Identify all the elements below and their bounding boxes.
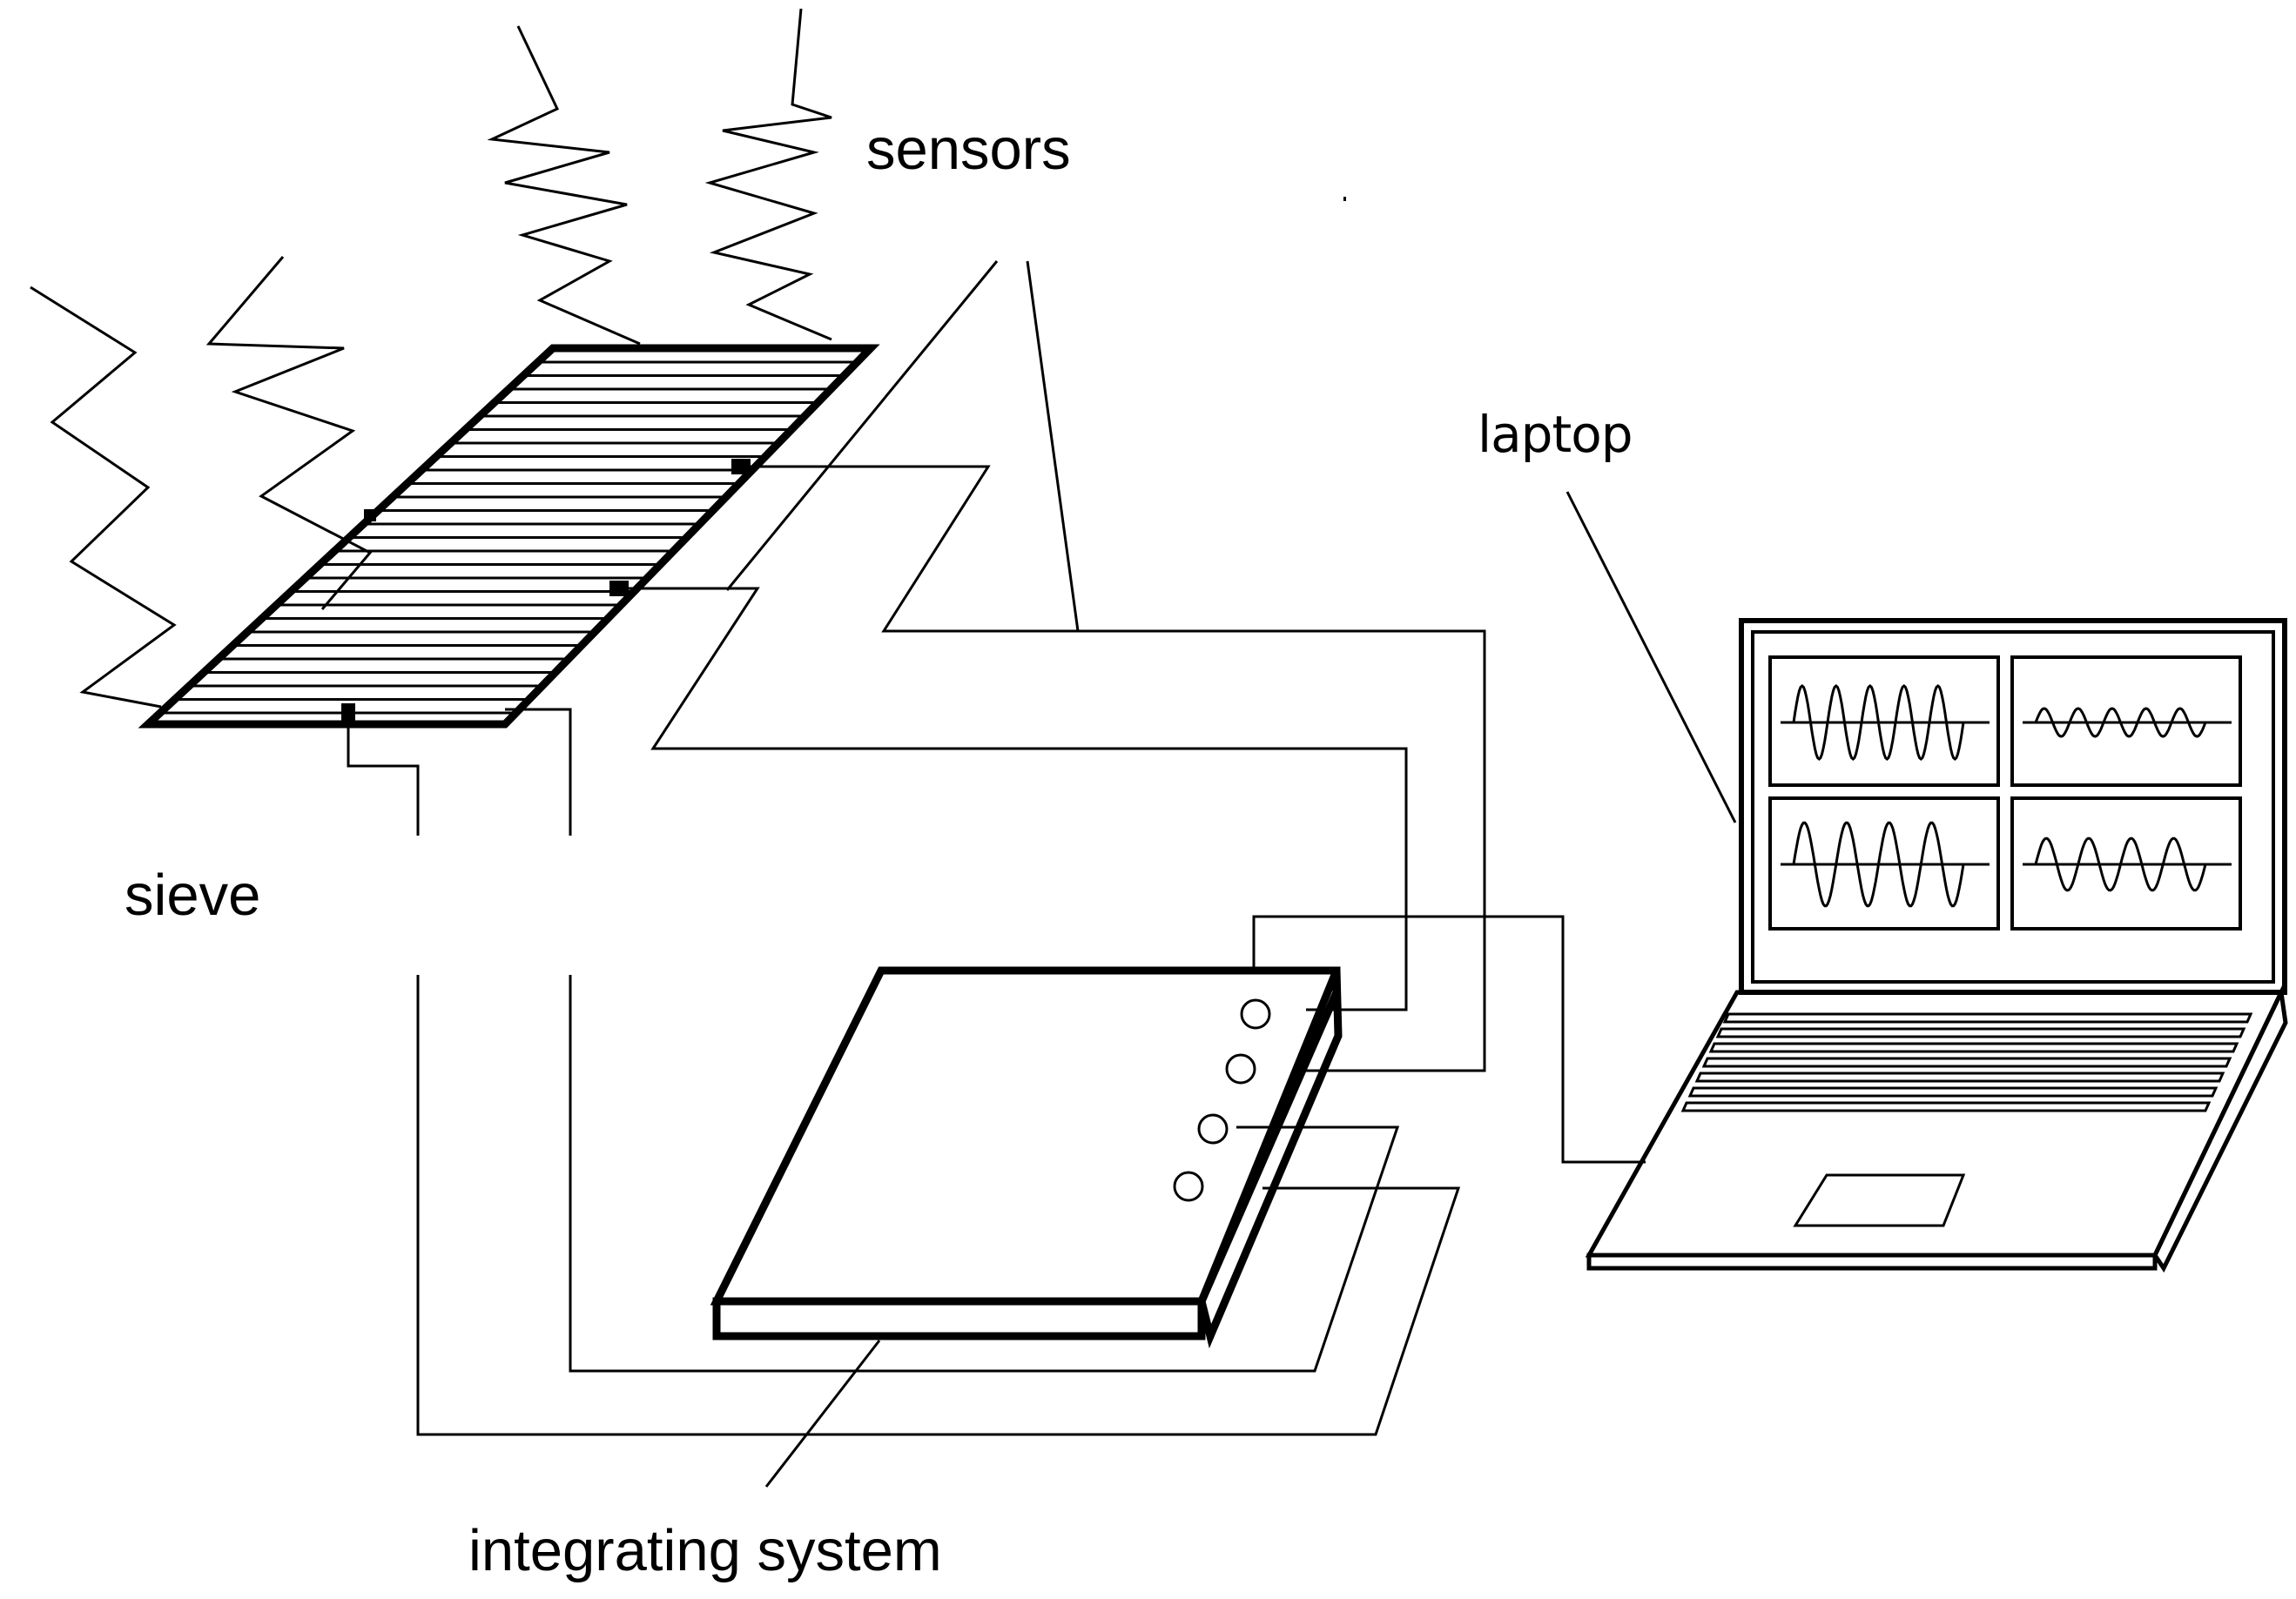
sensors-label: sensors (866, 117, 1071, 182)
laptop-leader (1565, 491, 1737, 823)
input-port-2 (1225, 1053, 1256, 1085)
cable-d-lower (569, 975, 1400, 1373)
vibration-waves (30, 8, 832, 709)
signal-panel-3 (1768, 796, 2000, 931)
input-port-4 (1173, 1171, 1204, 1202)
keyboard-row-1 (1715, 1027, 2246, 1038)
vibration-wave-4 (704, 8, 832, 341)
laptop-keyboard-keys (1680, 1012, 2253, 1112)
integrating-system (710, 966, 1343, 1349)
input-port-1 (1240, 998, 1271, 1030)
vibration-wave-3 (487, 25, 641, 346)
signal-panel-2 (2010, 655, 2242, 787)
integrating-system-label: integrating system (468, 1518, 942, 1583)
signal-traces (1781, 684, 2232, 908)
sieve-frame (138, 344, 880, 729)
integrating-system-front (712, 1297, 1206, 1340)
laptop-keyboard-deck (1585, 990, 2285, 1258)
sensor-cables (347, 465, 1646, 1436)
integrating-system-top (710, 966, 1341, 1306)
sensor-node-2 (609, 581, 629, 596)
sieve-mesh (160, 360, 858, 715)
sensor-node-3 (341, 703, 355, 722)
integrating-system-leader (764, 1340, 881, 1488)
signal-trace-4 (2034, 836, 2207, 892)
keyboard-row-2 (1708, 1042, 2239, 1053)
cable-c-upper (347, 722, 420, 836)
vibration-wave-1 (30, 286, 177, 709)
leader-lines (725, 260, 1737, 1488)
laptop-touchpad (1793, 1173, 1966, 1227)
sensors-leader-1 (725, 260, 999, 591)
sieve-label: sieve (125, 863, 261, 928)
laptop-screen-inner (1751, 630, 2275, 984)
laptop-cable (1252, 915, 1646, 1164)
laptop (1585, 618, 2288, 1273)
laptop-label: laptop (1478, 405, 1633, 464)
signal-trace-3 (1792, 821, 1965, 908)
keyboard-row-3 (1701, 1057, 2232, 1068)
cable-c-lower (416, 975, 1461, 1436)
laptop-base-front (1586, 1253, 2158, 1271)
signal-panel-1 (1768, 655, 2000, 787)
cable-b (629, 587, 1408, 1011)
sieve (138, 344, 880, 729)
signal-trace-2 (2034, 707, 2207, 738)
keyboard-row-5 (1687, 1086, 2219, 1098)
sensor-node-1 (731, 459, 751, 474)
sensors-leader-2 (1026, 260, 1080, 632)
stray-mark (1343, 197, 1346, 201)
keyboard-row-4 (1694, 1072, 2225, 1083)
vibration-wave-2 (205, 256, 373, 610)
sensor-node-4 (364, 509, 376, 521)
cable-d-upper (505, 708, 572, 836)
integrating-system-side (1197, 969, 1343, 1349)
cable-a (751, 465, 1486, 1072)
keyboard-row-0 (1722, 1012, 2253, 1024)
signal-trace-1 (1792, 684, 1965, 761)
signal-panel-4 (2010, 796, 2242, 931)
keyboard-row-6 (1680, 1101, 2212, 1112)
input-port-3 (1197, 1113, 1229, 1145)
laptop-base-side (2152, 984, 2288, 1273)
